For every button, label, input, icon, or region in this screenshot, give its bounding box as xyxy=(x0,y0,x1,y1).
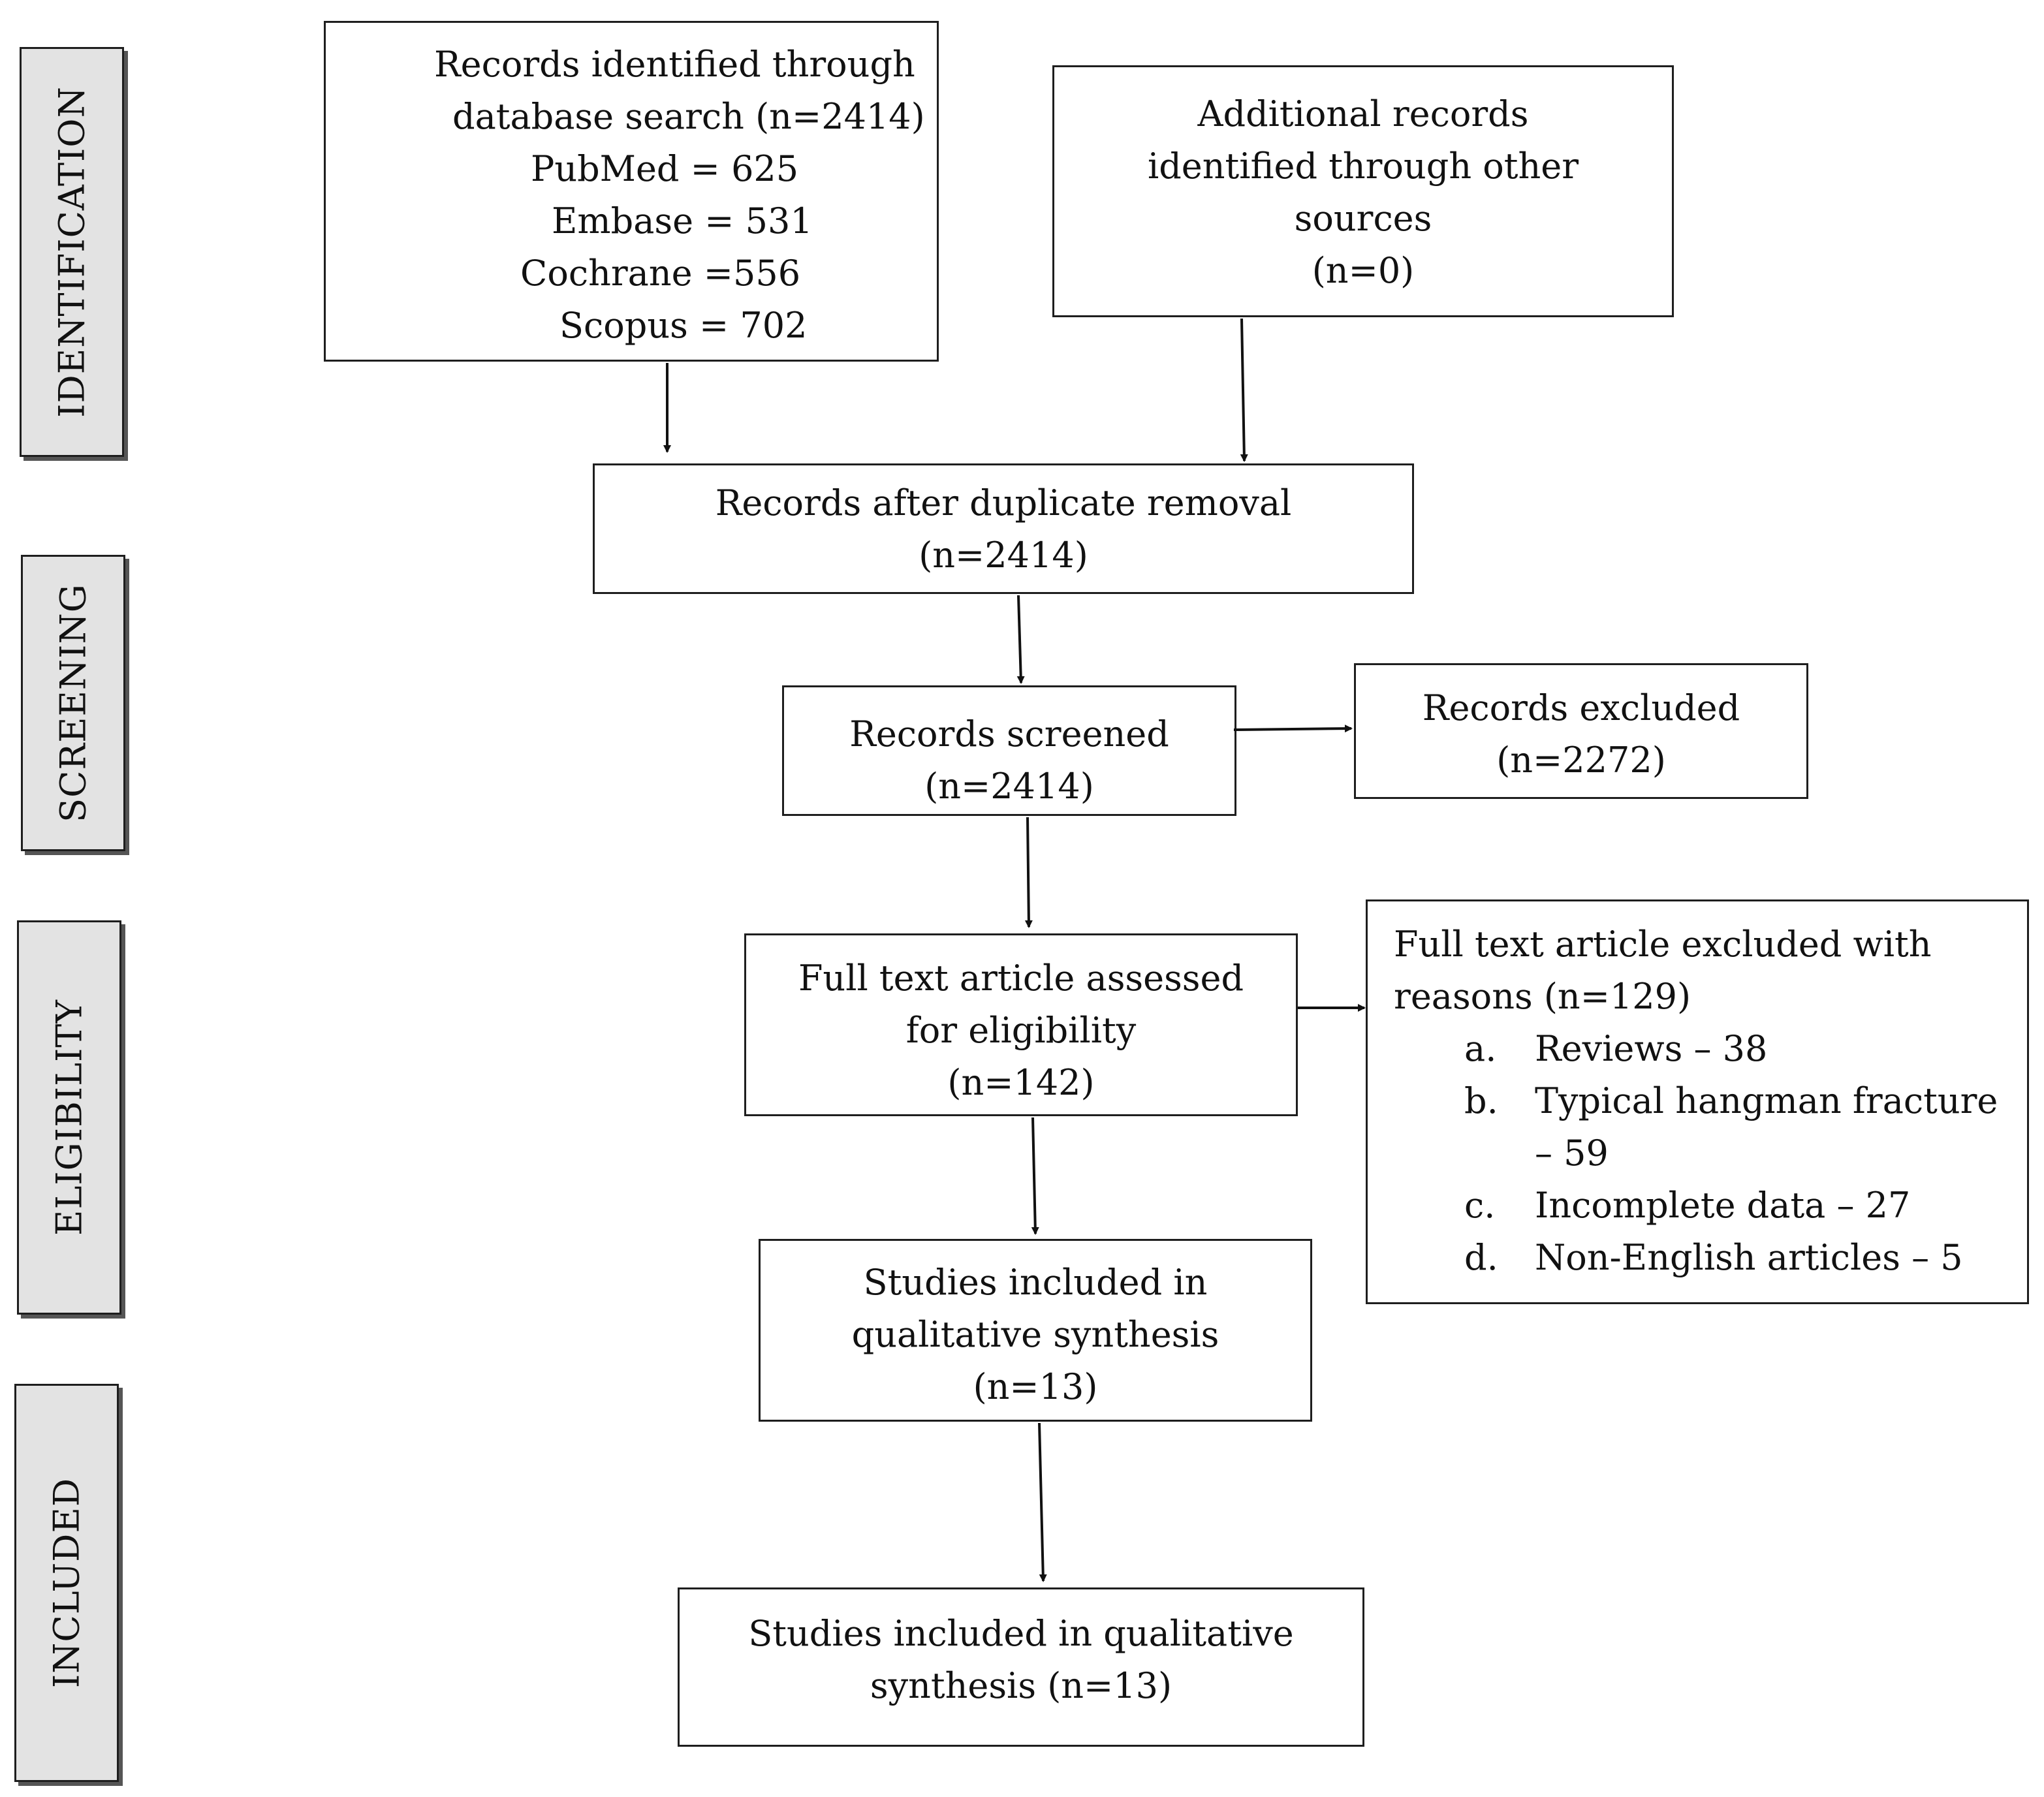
identified-embase: Embase = 531 xyxy=(552,200,813,242)
screened-line1: Records screened xyxy=(849,713,1169,755)
duplicates-line1: Records after duplicate removal xyxy=(715,482,1292,523)
box-fulltext-assessed: Full text article assessed for eligibili… xyxy=(744,933,1298,1116)
stage-included: INCLUDED xyxy=(14,1384,119,1782)
additional-line4: (n=0) xyxy=(1312,250,1415,291)
identified-line2: database search (n=2414) xyxy=(452,96,925,137)
reason-b-continuation: – 59 xyxy=(1535,1133,1609,1174)
arrow-duplicates-to-screened xyxy=(1016,595,1025,684)
reason-d-marker: d. xyxy=(1464,1237,1498,1278)
box-records-screened: Records screened (n=2414) xyxy=(782,685,1236,816)
arrow-screened-to-excluded xyxy=(1233,725,1353,733)
reason-a-marker: a. xyxy=(1464,1028,1497,1069)
arrow-fulltext-to-qualitative xyxy=(1031,1117,1039,1235)
additional-line1: Additional records xyxy=(1197,93,1529,134)
reason-b-marker: b. xyxy=(1464,1080,1498,1121)
box-final-included: Studies included in qualitative synthesi… xyxy=(678,1587,1364,1747)
box-duplicate-removal: Records after duplicate removal (n=2414) xyxy=(593,463,1414,594)
final-line2: synthesis (n=13) xyxy=(870,1665,1172,1706)
fulltext-line2: for eligibility xyxy=(905,1010,1137,1051)
box-records-excluded: Records excluded (n=2272) xyxy=(1354,663,1808,799)
stage-screening: SCREENING xyxy=(21,555,125,851)
arrow-qualitative-to-final xyxy=(1038,1422,1047,1582)
reason-d-text: Non-English articles – 5 xyxy=(1535,1237,1963,1278)
final-line1: Studies included in qualitative xyxy=(748,1613,1294,1654)
screened-line2: (n=2414) xyxy=(924,766,1094,807)
excluded-line2: (n=2272) xyxy=(1496,740,1666,781)
identified-scopus: Scopus = 702 xyxy=(559,305,808,346)
additional-line2: identified through other xyxy=(1147,146,1579,187)
excluded-line1: Records excluded xyxy=(1422,687,1740,728)
box-records-identified: Records identified through database sear… xyxy=(324,21,939,362)
reason-c-text: Incomplete data – 27 xyxy=(1535,1185,1911,1226)
reason-b-text: Typical hangman fracture xyxy=(1535,1080,1998,1121)
fulltext-excluded-line1: Full text article excluded with xyxy=(1394,924,1932,965)
fulltext-line3: (n=142) xyxy=(947,1062,1095,1103)
arrow-additional-to-duplicates xyxy=(1240,318,1248,462)
box-qualitative-synthesis: Studies included in qualitative synthesi… xyxy=(759,1239,1312,1422)
box-additional-records: Additional records identified through ot… xyxy=(1052,65,1674,317)
identified-line1: Records identified through xyxy=(434,44,915,85)
fulltext-line1: Full text article assessed xyxy=(798,958,1244,999)
reason-c-marker: c. xyxy=(1464,1185,1496,1226)
qualitative-line1: Studies included in xyxy=(863,1262,1208,1303)
stage-eligibility: ELIGIBILITY xyxy=(17,920,121,1315)
reason-a-text: Reviews – 38 xyxy=(1535,1028,1768,1069)
identified-pubmed: PubMed = 625 xyxy=(531,148,799,189)
identified-cochrane: Cochrane =556 xyxy=(520,253,801,294)
additional-line3: sources xyxy=(1294,198,1432,239)
stage-identification: IDENTIFICATION xyxy=(20,47,124,457)
arrow-screened-to-fulltext xyxy=(1024,817,1033,928)
box-fulltext-excluded: Full text article excluded with reasons … xyxy=(1366,899,2029,1304)
duplicates-line2: (n=2414) xyxy=(919,535,1088,576)
qualitative-line3: (n=13) xyxy=(973,1366,1098,1407)
qualitative-line2: qualitative synthesis xyxy=(851,1314,1219,1355)
fulltext-excluded-line2: reasons (n=129) xyxy=(1394,976,1691,1017)
